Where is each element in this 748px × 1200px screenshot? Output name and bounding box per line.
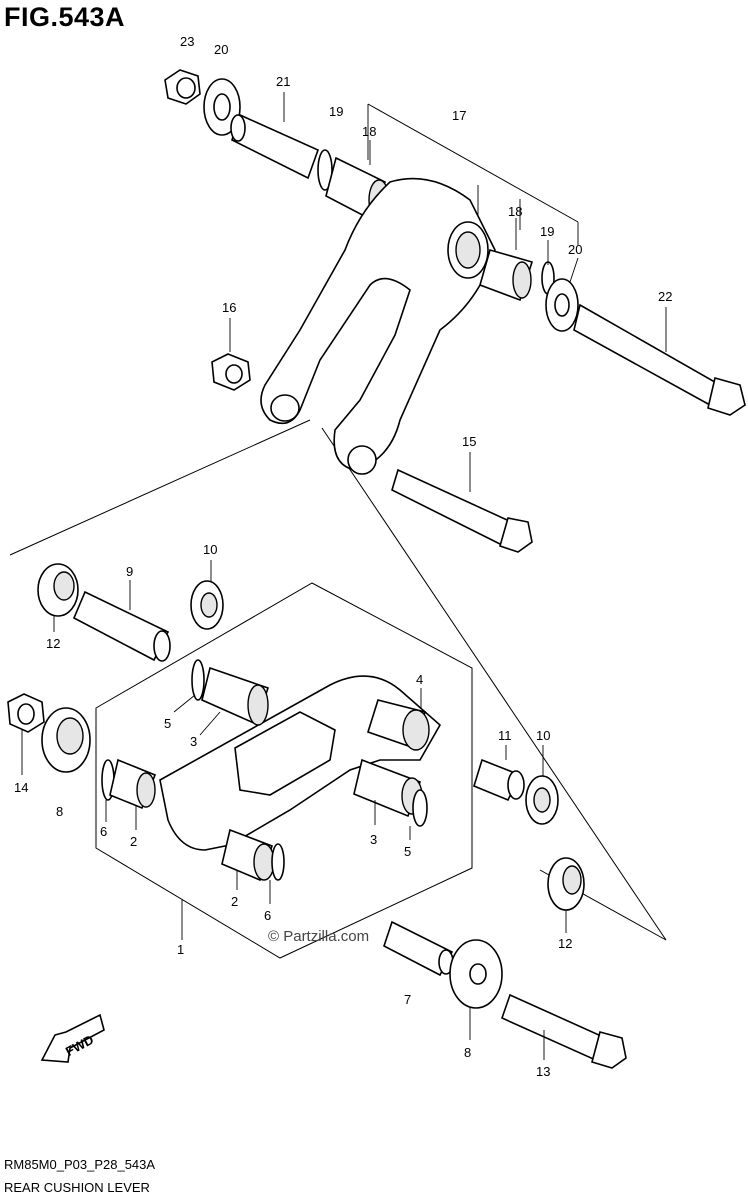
part-5-3-bearing-ul	[191, 659, 270, 726]
callout-9: 9	[126, 564, 133, 579]
callout-22: 22	[658, 289, 672, 304]
callout-2-bottom: 2	[231, 894, 238, 909]
callout-21: 21	[276, 74, 290, 89]
callout-3-right: 3	[370, 832, 377, 847]
callout-16: 16	[222, 300, 236, 315]
callout-13: 13	[536, 1064, 550, 1079]
watermark: © Partzilla.com	[268, 928, 370, 945]
fwd-arrow: FWD	[40, 1013, 105, 1063]
callout-8: 8	[56, 804, 63, 819]
part-21-collar	[230, 113, 320, 180]
part-8-washer-bottom	[449, 939, 503, 1009]
part-12-seal-right	[547, 857, 585, 911]
callout-18: 18	[362, 124, 376, 139]
part-1-cushion-lever	[159, 675, 442, 851]
callout-5: 5	[164, 716, 171, 731]
part-14-nut	[7, 693, 45, 733]
leader-lines	[21, 92, 667, 1060]
callout-4: 4	[416, 672, 423, 687]
upper-link-arm	[260, 177, 496, 475]
part-9-collar	[72, 590, 171, 662]
part-8-washer-left	[41, 707, 91, 773]
part-6-2-bearing-left	[101, 758, 157, 810]
figure-name: REAR CUSHION LEVER	[4, 1180, 150, 1195]
part-3-5-bearing-right	[353, 758, 428, 827]
part-10-seal-right	[525, 775, 559, 825]
callout-17: 17	[452, 108, 466, 123]
part-13-bolt	[501, 993, 627, 1069]
part-11-collar	[473, 758, 525, 802]
bracket-lines-upper	[367, 103, 579, 245]
callout-12: 12	[46, 636, 60, 651]
figure-code: RM85M0_P03_P28_543A	[4, 1157, 156, 1172]
part-4-bushing	[367, 699, 430, 751]
callout-8-bottom: 8	[464, 1045, 471, 1060]
callout-18-right: 18	[508, 204, 522, 219]
callout-14: 14	[14, 780, 28, 795]
part-2-6-bearing-bottom	[221, 828, 285, 882]
part-10-seal-upper	[190, 580, 224, 630]
part-23-nut	[164, 69, 201, 105]
callout-15: 15	[462, 434, 476, 449]
part-22-bolt	[573, 303, 746, 416]
callout-12-right: 12	[558, 936, 572, 951]
callout-19: 19	[329, 104, 343, 119]
callout-7: 7	[404, 992, 411, 1007]
callout-5-right: 5	[404, 844, 411, 859]
part-20-washer	[203, 78, 241, 136]
callout-20-right: 20	[568, 242, 582, 257]
callout-6-bottom: 6	[264, 908, 271, 923]
part-7-collar	[383, 920, 454, 977]
callout-2: 2	[130, 834, 137, 849]
callout-6: 6	[100, 824, 107, 839]
figure-title: FIG.543A	[4, 2, 126, 32]
callout-20: 20	[214, 42, 228, 57]
callout-11: 11	[498, 728, 512, 743]
part-18-19-20-right	[479, 249, 579, 332]
callout-19-right: 19	[540, 224, 554, 239]
part-12-seal-left	[37, 563, 79, 617]
callout-3: 3	[190, 734, 197, 749]
callout-labels: 23 20 21 19 18 17 18 19 20 22 16 15 10 9…	[14, 34, 672, 1079]
callout-10-right: 10	[536, 728, 550, 743]
callout-10: 10	[203, 542, 217, 557]
part-16-nut	[211, 353, 251, 391]
callout-1: 1	[177, 942, 184, 957]
part-15-bolt	[391, 468, 533, 553]
callout-23: 23	[180, 34, 194, 49]
